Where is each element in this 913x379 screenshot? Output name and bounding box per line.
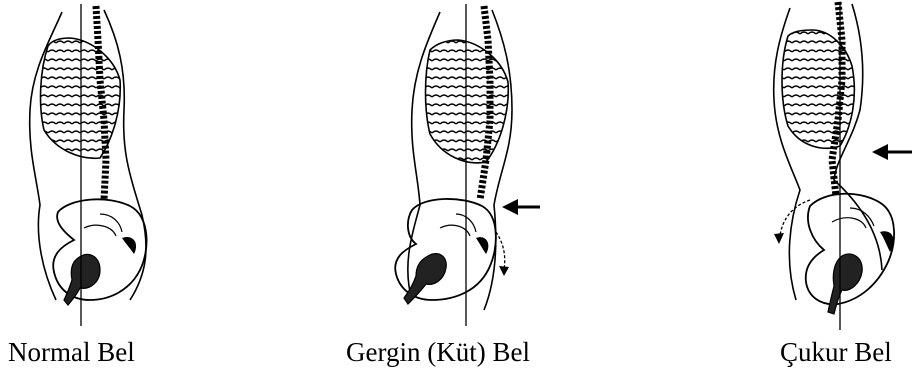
rib-cage	[426, 40, 509, 163]
back-outline	[104, 10, 146, 300]
femur	[828, 254, 862, 314]
femur	[404, 254, 446, 304]
caption-normal-bel: Normal Bel	[8, 336, 135, 368]
panel-normal	[30, 4, 147, 326]
curved-arrow-down-icon	[496, 232, 509, 276]
pelvis	[395, 199, 496, 300]
arrow-left-icon	[872, 144, 912, 160]
arrow-left-icon	[502, 199, 540, 215]
panel-cukur	[774, 2, 912, 330]
femur	[64, 254, 100, 305]
panel-gergin	[395, 4, 540, 326]
caption-gergin-bel: Gergin (Küt) Bel	[346, 336, 530, 368]
caption-cukur-bel: Çukur Bel	[780, 336, 892, 368]
